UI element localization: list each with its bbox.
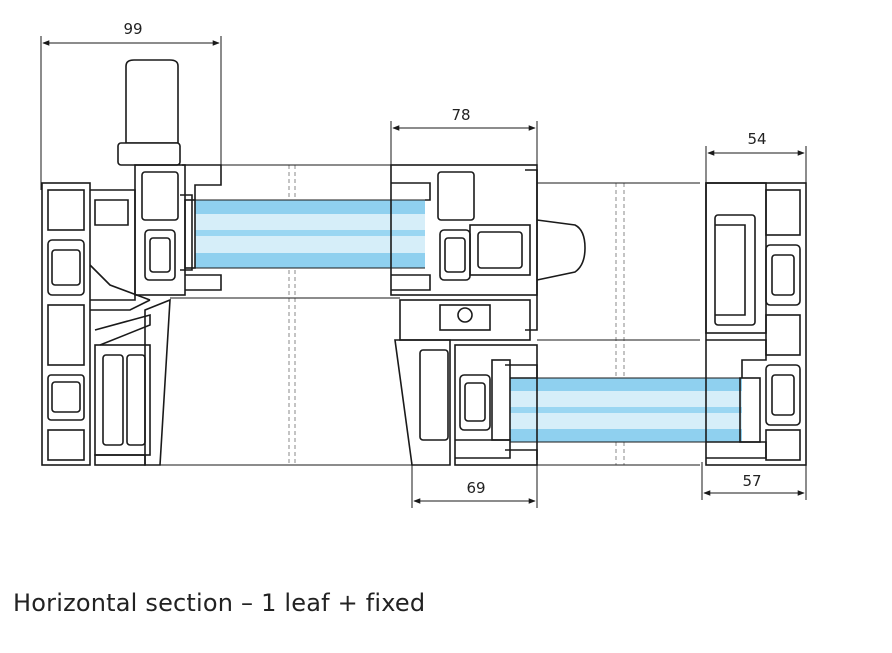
center-leaf-profile [390, 164, 586, 341]
window-handle [117, 59, 181, 166]
dimension-69: 69 [411, 462, 538, 508]
upper-glass-pane [195, 199, 425, 269]
lower-glass-pane [510, 377, 742, 443]
dimension-54-label: 54 [747, 130, 766, 148]
dimension-78: 78 [390, 106, 538, 165]
dimension-57-label: 57 [742, 472, 761, 490]
dimension-78-label: 78 [451, 106, 470, 124]
section-outline-lines [145, 164, 700, 466]
lower-leaf-profile [394, 339, 538, 466]
diagram-caption: Horizontal section – 1 leaf + fixed [13, 589, 426, 617]
dimension-54: 54 [705, 130, 807, 185]
section-drawing: 99 78 54 69 57 [40, 20, 807, 508]
dimension-99: 99 [40, 20, 222, 190]
left-frame-profile [41, 182, 171, 466]
dimension-69-label: 69 [466, 479, 485, 497]
right-fixed-frame-profile [705, 182, 807, 466]
left-sash-profile [134, 164, 222, 296]
dimension-57: 57 [701, 462, 807, 500]
dimension-99-label: 99 [123, 20, 142, 38]
